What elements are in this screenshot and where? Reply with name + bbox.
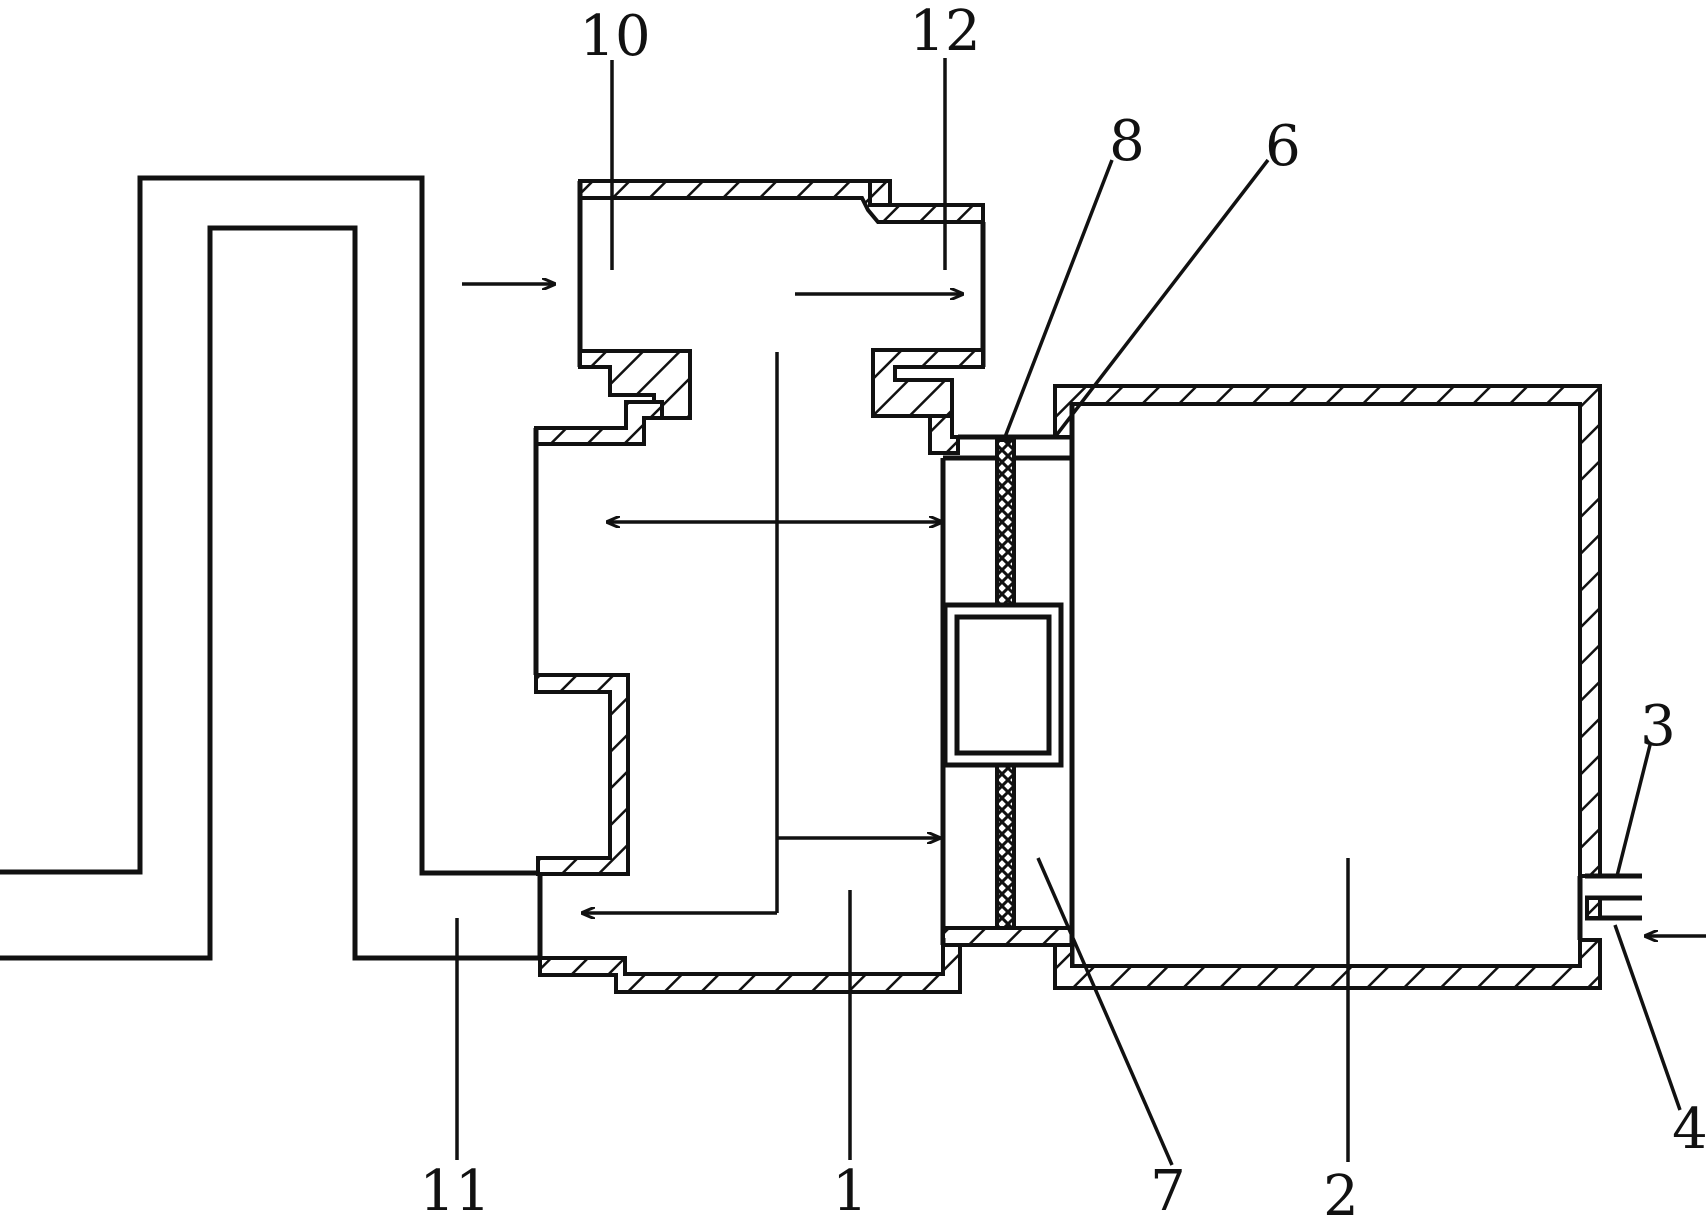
reference-numerals: 10 12 8 6 3 4 11 1 7 2	[419, 0, 1706, 1220]
label-12: 12	[909, 0, 980, 64]
tank-2	[1053, 384, 1642, 990]
main-housing-1	[533, 179, 986, 994]
label-2: 2	[1323, 1164, 1359, 1220]
membrane-8-lower	[995, 761, 1016, 935]
label-11: 11	[419, 1159, 490, 1220]
label-10: 10	[579, 4, 650, 69]
leader-lines	[455, 58, 1682, 1166]
serpentine-pipe	[0, 175, 540, 961]
label-7: 7	[1150, 1159, 1186, 1220]
label-1: 1	[832, 1159, 868, 1220]
label-8: 8	[1109, 109, 1145, 174]
label-6: 6	[1265, 114, 1301, 179]
membrane-assembly	[940, 434, 1074, 947]
label-4: 4	[1672, 1097, 1706, 1162]
membrane-8-upper	[995, 438, 1016, 622]
flow-arrows	[462, 284, 1706, 936]
label-3: 3	[1640, 694, 1676, 759]
